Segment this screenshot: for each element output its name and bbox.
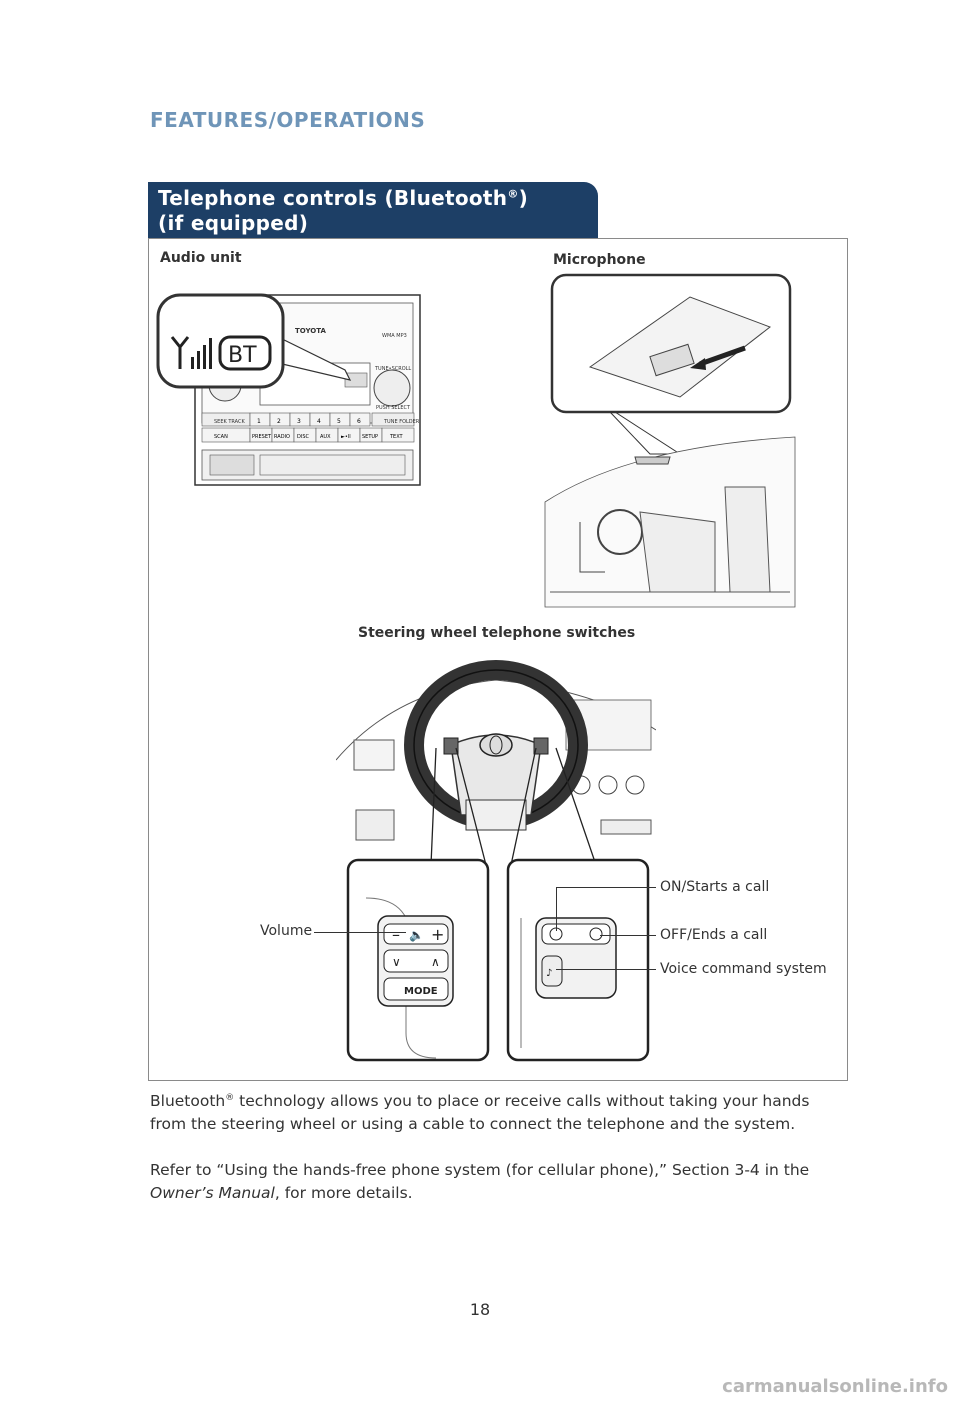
section-header: FEATURES/OPERATIONS — [150, 108, 426, 132]
body-paragraph-2: Refer to “Using the hands-free phone sys… — [150, 1161, 810, 1202]
brand-text: TOYOTA — [295, 327, 326, 335]
btn-play: ►•II — [341, 434, 351, 440]
preset-3: 3 — [297, 418, 301, 425]
mode-text: MODE — [404, 986, 438, 997]
preset-1: 1 — [257, 418, 261, 425]
audio-unit-illustration: TOYOTA WMA MP3 TUNE•SCROLL PUSH SELECT S… — [156, 293, 421, 486]
signal-icon — [170, 336, 212, 369]
btn-aux: AUX — [320, 434, 331, 440]
off-call-label: OFF/Ends a call — [660, 927, 768, 943]
watermark: carmanualsonline.info — [722, 1376, 948, 1397]
on-call-label: ON/Starts a call — [660, 879, 770, 895]
title-banner: Telephone controls (Bluetooth®) (if equi… — [148, 182, 598, 238]
call-switch-panel: ♪ — [506, 858, 650, 1062]
microphone-illustration — [544, 273, 796, 608]
btn-text: TEXT — [389, 434, 404, 440]
btn-setup: SETUP — [362, 434, 378, 440]
up-arrow-icon: ∧ — [431, 955, 440, 969]
preset-2: 2 — [277, 418, 281, 425]
volume-plus-icon: + — [431, 925, 444, 944]
bt-badge-text: BT — [228, 343, 257, 368]
audio-unit-label: Audio unit — [160, 250, 242, 266]
brand-small-text: WMA MP3 — [382, 333, 407, 339]
seek-text: SEEK TRACK — [214, 419, 246, 425]
microphone-label: Microphone — [553, 252, 646, 268]
steering-wheel-illustration — [336, 650, 656, 865]
knob-bottom-text: PUSH SELECT — [376, 405, 411, 411]
voice-command-icon — [541, 955, 563, 987]
bt-badge — [218, 335, 272, 371]
volume-switch-panel: – 🔈 + ∨ ∧ MODE — [346, 858, 490, 1062]
function-buttons: SCAN PRESET RADIO DISC AUX ►•II SETUP TE… — [201, 427, 415, 443]
svg-text:♪: ♪ — [546, 968, 552, 979]
steering-label: Steering wheel telephone switches — [358, 625, 636, 641]
figure-frame — [148, 238, 848, 1081]
voice-command-label: Voice command system — [660, 961, 827, 977]
btn-disc: DISC — [297, 434, 309, 440]
btn-radio: RADIO — [274, 434, 290, 440]
page-number: 18 — [469, 1300, 491, 1319]
preset-buttons: 1 2 3 4 5 6 — [249, 412, 371, 427]
title-line-2: (if equipped) — [158, 211, 309, 235]
down-arrow-icon: ∨ — [392, 955, 401, 969]
btn-scan: SCAN — [214, 434, 228, 440]
knob-top-text: TUNE•SCROLL — [374, 366, 411, 372]
tune-text: TUNE FOLDER — [383, 419, 420, 425]
speaker-icon: 🔈 — [409, 928, 424, 942]
body-paragraph-1: Bluetooth® technology allows you to plac… — [150, 1092, 810, 1134]
preset-4: 4 — [317, 418, 321, 425]
off-call-icon — [589, 927, 603, 941]
btn-preset: PRESET — [252, 434, 272, 440]
volume-minus-icon: – — [392, 925, 400, 944]
title-line-1: Telephone controls (Bluetooth®) — [158, 186, 529, 210]
preset-6: 6 — [357, 418, 361, 425]
preset-5: 5 — [337, 418, 341, 425]
volume-label: Volume — [260, 923, 313, 939]
